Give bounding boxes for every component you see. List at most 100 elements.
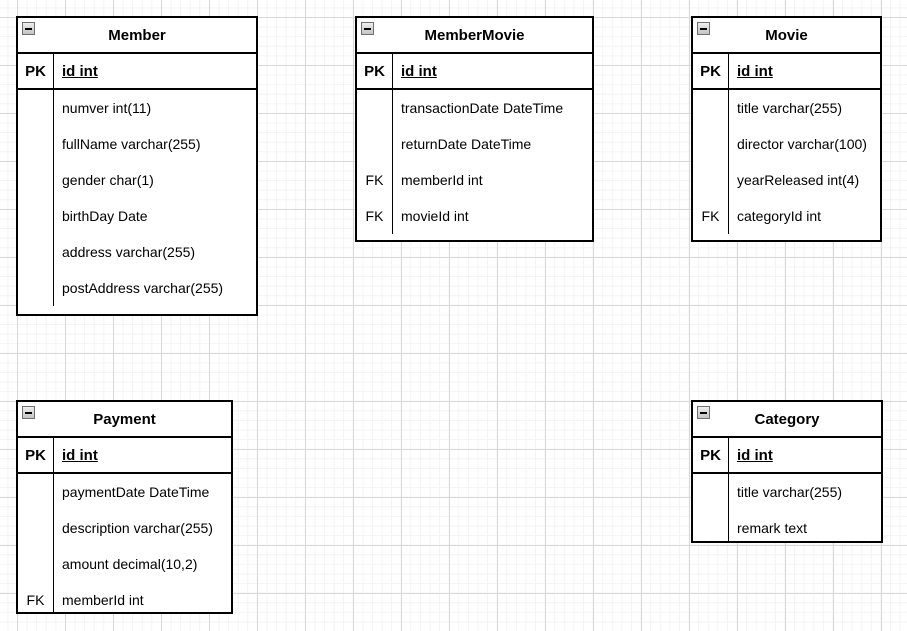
pk-key-label: PK [18, 438, 54, 472]
row-key-label [18, 270, 54, 306]
pk-key-label: PK [357, 54, 393, 88]
entity-pk-row[interactable]: PK id int [693, 438, 881, 474]
minus-glyph [25, 27, 32, 30]
row-key-label [18, 234, 54, 270]
entity-row[interactable]: description varchar(255) [18, 510, 231, 546]
minus-glyph [700, 27, 707, 30]
entity-table-membermovie[interactable]: MemberMovie PK id int transactionDate Da… [355, 16, 594, 242]
entity-row[interactable]: amount decimal(10,2) [18, 546, 231, 582]
row-key-label [693, 474, 729, 510]
collapse-minus-icon[interactable] [22, 406, 35, 419]
row-key-label: FK [18, 582, 54, 612]
row-field-label: amount decimal(10,2) [62, 556, 198, 572]
entity-row[interactable]: gender char(1) [18, 162, 256, 198]
row-field-label: birthDay Date [62, 208, 148, 224]
entity-pk-row[interactable]: PK id int [357, 54, 592, 90]
row-field-label: gender char(1) [62, 172, 154, 188]
minus-glyph [700, 411, 707, 414]
pk-key-label: PK [18, 54, 54, 88]
pk-field-label: id int [401, 62, 437, 80]
entity-row[interactable]: fullName varchar(255) [18, 126, 256, 162]
row-key-label [18, 510, 54, 546]
entity-title-bar[interactable]: MemberMovie [357, 18, 592, 54]
entity-row[interactable]: director varchar(100) [693, 126, 880, 162]
pk-field-label: id int [62, 62, 98, 80]
row-field-label: address varchar(255) [62, 244, 196, 260]
entity-name: Member [108, 26, 166, 44]
entity-body: title varchar(255) director varchar(100)… [693, 90, 880, 240]
entity-row[interactable]: remark text [693, 510, 881, 541]
collapse-minus-icon[interactable] [22, 22, 35, 35]
row-field-label: director varchar(100) [737, 136, 867, 152]
entity-table-movie[interactable]: Movie PK id int title varchar(255) direc… [691, 16, 882, 242]
row-field-label: remark text [737, 520, 808, 536]
collapse-minus-icon[interactable] [361, 22, 374, 35]
pk-field-label: id int [737, 446, 773, 464]
entity-name: Category [754, 410, 820, 428]
row-field-label: yearReleased int(4) [737, 172, 860, 188]
row-key-label [18, 126, 54, 162]
row-field-label: categoryId int [737, 208, 822, 224]
row-field-label: fullName varchar(255) [62, 136, 201, 152]
minus-glyph [364, 27, 371, 30]
pk-key-label: PK [693, 54, 729, 88]
entity-body: transactionDate DateTime returnDate Date… [357, 90, 592, 240]
row-key-label [18, 162, 54, 198]
row-key-label: FK [357, 162, 393, 198]
row-field-label: numver int(11) [62, 100, 152, 116]
entity-row[interactable]: postAddress varchar(255) [18, 270, 256, 306]
row-field-label: paymentDate DateTime [62, 484, 210, 500]
entity-title-bar[interactable]: Payment [18, 402, 231, 438]
entity-row[interactable]: title varchar(255) [693, 474, 881, 510]
entity-row[interactable]: title varchar(255) [693, 90, 880, 126]
entity-row[interactable]: yearReleased int(4) [693, 162, 880, 198]
collapse-minus-icon[interactable] [697, 406, 710, 419]
entity-table-category[interactable]: Category PK id int title varchar(255) re… [691, 400, 883, 543]
entity-row[interactable]: address varchar(255) [18, 234, 256, 270]
pk-key-label: PK [693, 438, 729, 472]
entity-name: Payment [93, 410, 156, 428]
row-field-label: description varchar(255) [62, 520, 213, 536]
row-key-label [693, 90, 729, 126]
entity-body: title varchar(255) remark text [693, 474, 881, 541]
row-field-label: transactionDate DateTime [401, 100, 564, 116]
row-field-label: postAddress varchar(255) [62, 280, 224, 296]
entity-row[interactable]: FK memberId int [357, 162, 592, 198]
entity-row[interactable]: returnDate DateTime [357, 126, 592, 162]
entity-row[interactable]: numver int(11) [18, 90, 256, 126]
entity-row[interactable]: FK memberId int [18, 582, 231, 612]
entity-title-bar[interactable]: Member [18, 18, 256, 54]
entity-row[interactable]: FK categoryId int [693, 198, 880, 234]
collapse-minus-icon[interactable] [697, 22, 710, 35]
row-key-label [18, 198, 54, 234]
entity-pk-row[interactable]: PK id int [693, 54, 880, 90]
row-key-label [693, 162, 729, 198]
entity-row[interactable]: FK movieId int [357, 198, 592, 234]
entity-name: Movie [765, 26, 808, 44]
row-key-label [18, 546, 54, 582]
row-field-label: returnDate DateTime [401, 136, 532, 152]
row-field-label: memberId int [62, 592, 144, 608]
entity-pk-row[interactable]: PK id int [18, 438, 231, 474]
entity-body: paymentDate DateTime description varchar… [18, 474, 231, 612]
pk-field-label: id int [62, 446, 98, 464]
entity-title-bar[interactable]: Category [693, 402, 881, 438]
row-field-label: memberId int [401, 172, 483, 188]
entity-title-bar[interactable]: Movie [693, 18, 880, 54]
entity-row[interactable]: birthDay Date [18, 198, 256, 234]
minus-glyph [25, 411, 32, 414]
entity-table-member[interactable]: Member PK id int numver int(11) fullName… [16, 16, 258, 316]
entity-table-payment[interactable]: Payment PK id int paymentDate DateTime d… [16, 400, 233, 614]
row-key-label: FK [357, 198, 393, 234]
entity-body: numver int(11) fullName varchar(255) gen… [18, 90, 256, 314]
entity-pk-row[interactable]: PK id int [18, 54, 256, 90]
pk-field-label: id int [737, 62, 773, 80]
row-key-label [357, 126, 393, 162]
row-key-label: FK [693, 198, 729, 234]
entity-row[interactable]: paymentDate DateTime [18, 474, 231, 510]
row-key-label [693, 126, 729, 162]
row-key-label [18, 90, 54, 126]
row-key-label [18, 474, 54, 510]
entity-row[interactable]: transactionDate DateTime [357, 90, 592, 126]
